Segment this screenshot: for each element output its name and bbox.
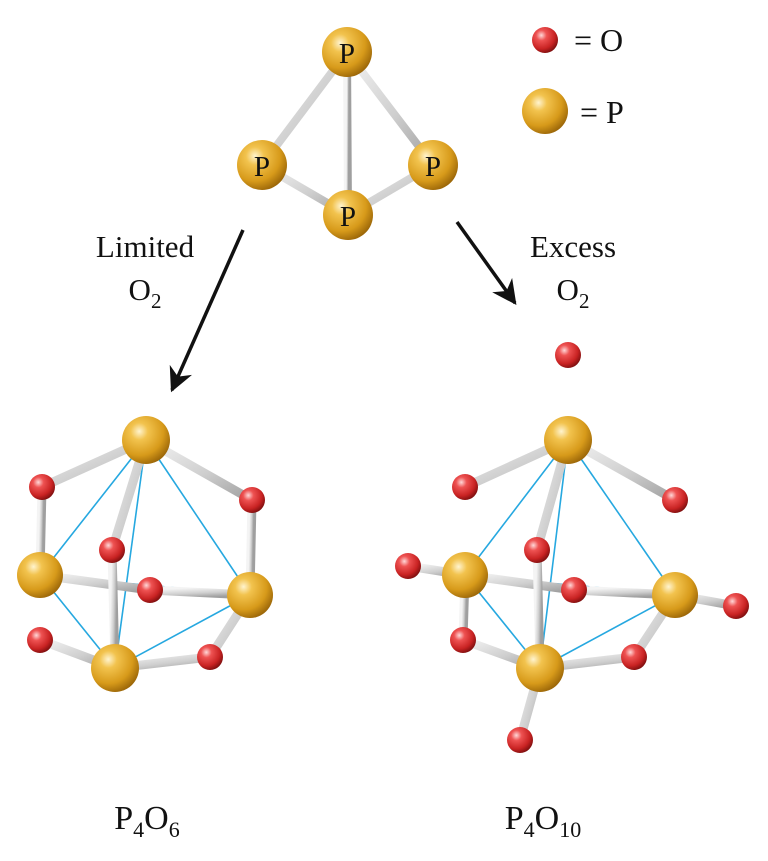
oxygen-atom xyxy=(555,342,581,368)
condition-subscript: 2 xyxy=(579,289,590,313)
legend: = O = P xyxy=(522,22,624,134)
p4o10-bonds xyxy=(403,350,741,745)
oxygen-atom xyxy=(450,627,476,653)
phosphorus-atom xyxy=(122,416,170,464)
p4-atom-front: P xyxy=(323,190,373,240)
p4-tetrahedron: P P P P xyxy=(237,27,458,240)
legend-phosphorus-label: = P xyxy=(580,94,624,130)
p4o6-bonds xyxy=(35,435,257,673)
formula-p4o6: P4O6 xyxy=(114,800,179,842)
oxygen-atom xyxy=(662,487,688,513)
phosphorus-atom xyxy=(652,572,698,618)
p4-atom-top: P xyxy=(322,27,372,77)
condition-line2: O2 xyxy=(557,272,590,313)
condition-base: O xyxy=(557,272,579,307)
p4-atom-left: P xyxy=(237,140,287,190)
oxygen-atom xyxy=(507,727,533,753)
phosphorus-atom xyxy=(322,27,372,77)
arrow-limited: Limited O2 xyxy=(96,229,245,393)
p4o6-atoms xyxy=(17,416,273,692)
condition-line1: Limited xyxy=(96,229,195,264)
atom-label: P xyxy=(254,151,270,183)
p4o10-molecule xyxy=(395,342,749,753)
p4o6-molecule xyxy=(17,416,273,692)
oxygen-atom xyxy=(561,577,587,603)
oxygen-atom xyxy=(723,593,749,619)
p4o10-atoms xyxy=(395,342,749,753)
condition-subscript: 2 xyxy=(151,289,162,313)
reaction-arrow xyxy=(169,229,245,393)
legend-phosphorus-atom xyxy=(522,88,568,134)
oxygen-atom xyxy=(452,474,478,500)
oxygen-atom xyxy=(99,537,125,563)
oxygen-atom xyxy=(197,644,223,670)
reaction-arrow xyxy=(455,220,517,305)
p4-atom-right: P xyxy=(408,140,458,190)
oxygen-atom xyxy=(29,474,55,500)
phosphorus-atom xyxy=(442,552,488,598)
phosphorus-atom xyxy=(323,190,373,240)
phosphorus-atom xyxy=(544,416,592,464)
formula-p4o10: P4O10 xyxy=(505,800,581,842)
phosphorus-atom xyxy=(408,140,458,190)
legend-oxygen-atom xyxy=(532,27,558,53)
phosphorus-atom xyxy=(227,572,273,618)
oxygen-atom xyxy=(137,577,163,603)
atom-label: P xyxy=(340,201,356,233)
condition-line1: Excess xyxy=(530,229,616,264)
phosphorus-atom xyxy=(237,140,287,190)
oxygen-atom xyxy=(27,627,53,653)
condition-line2: O2 xyxy=(129,272,162,313)
oxygen-atom xyxy=(239,487,265,513)
arrow-excess: Excess O2 xyxy=(455,220,616,313)
condition-base: O xyxy=(129,272,151,307)
oxygen-atom xyxy=(524,537,550,563)
oxygen-atom xyxy=(621,644,647,670)
legend-oxygen-label: = O xyxy=(574,22,623,58)
atom-label: P xyxy=(339,38,355,70)
oxygen-atom xyxy=(395,553,421,579)
phosphorus-atom xyxy=(17,552,63,598)
atom-label: P xyxy=(425,151,441,183)
phosphorus-atom xyxy=(91,644,139,692)
phosphorus-atom xyxy=(516,644,564,692)
